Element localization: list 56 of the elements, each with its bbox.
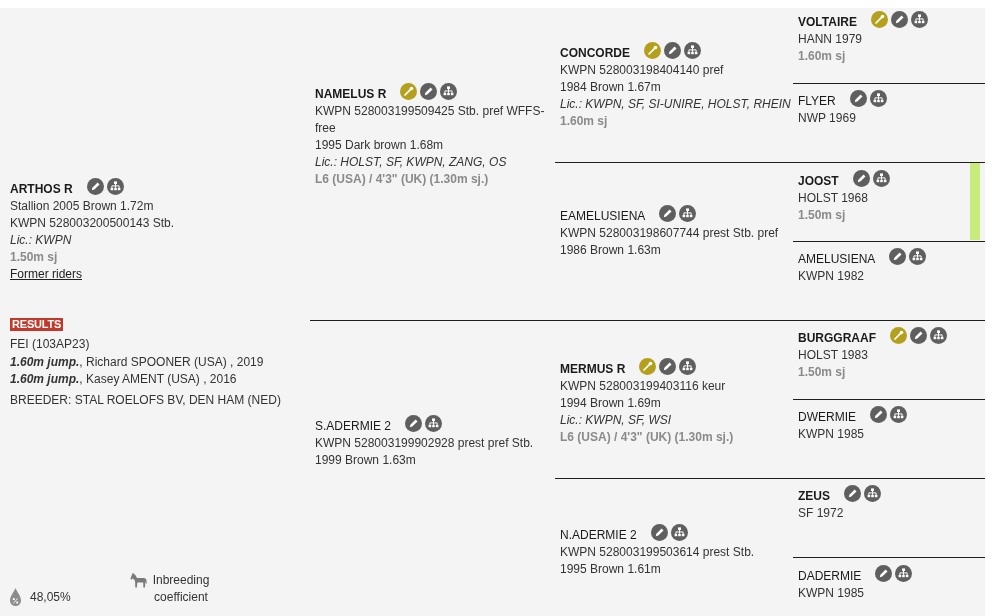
detail-text: 1999 Brown 1.63m — [315, 452, 416, 469]
detail-text: HOLST 1983 — [798, 347, 868, 364]
detail-text: KWPN 1985 — [798, 585, 865, 602]
detail-text: KWPN 1985 — [798, 426, 865, 443]
horse-name: DWERMIE — [798, 409, 856, 426]
detail-text: HOLST 1968 — [798, 190, 868, 207]
horse-name: N.ADERMIE 2 — [560, 527, 637, 544]
licence-text: Lic.: KWPN — [10, 232, 72, 249]
horse-name: CONCORDE — [560, 45, 630, 62]
detail-text: 1994 Brown 1.69m — [560, 395, 661, 412]
detail-text: NWP 1969 — [798, 110, 856, 127]
detail-text: KWPN 528003199503614 prest Stb. — [560, 544, 755, 561]
detail-text: KWPN 528003199403116 keur — [560, 378, 726, 395]
result-text: 1.60m jump., Richard SPOONER (USA) , 2019 — [10, 354, 264, 371]
licence-text: Lic.: KWPN, SF, WSI — [560, 412, 672, 429]
level-text: 1.50m sj — [10, 249, 58, 266]
licence-text: Lic.: HOLST, SF, KWPN, ZANG, OS — [315, 154, 507, 171]
horse-name: ZEUS — [798, 488, 830, 505]
detail-text: KWPN 528003198607744 prest Stb. pref — [560, 225, 779, 242]
former-riders-link: Former riders — [10, 266, 82, 283]
horse-name: NAMELUS R — [315, 86, 387, 103]
result-text: 1.60m jump., Kasey AMENT (USA) , 2016 — [10, 371, 237, 388]
detail-text: 1995 Dark brown 1.68m — [315, 137, 444, 154]
level-text: L6 (USA) / 4'3" (UK) (1.30m sj.) — [560, 429, 734, 446]
detail-text: KWPN 528003199902928 prest pref Stb. — [315, 435, 534, 452]
percentage-value: 48,05% — [30, 589, 71, 606]
horse-name: FLYER — [798, 93, 836, 110]
section-tag: RESULTS — [10, 318, 64, 331]
detail-text: KWPN 1982 — [798, 268, 865, 285]
inbreeding-label: Inbreeding coefficient — [151, 572, 211, 606]
detail-text: KWPN 528003200500143 Stb. — [10, 215, 175, 232]
detail-text: 1984 Brown 1.67m — [560, 79, 661, 96]
horse-name: ARTHOS R — [10, 181, 73, 198]
detail-text: SF 1972 — [798, 505, 844, 522]
horse-name: BURGGRAAF — [798, 330, 876, 347]
level-text: 1.50m sj — [798, 364, 846, 381]
level-text: 1.50m sj — [798, 207, 846, 224]
detail-text: KWPN 528003199509425 Stb. pref WFFS-free — [315, 103, 546, 137]
horse-name: VOLTAIRE — [798, 14, 857, 31]
licence-text: Lic.: KWPN, SF, SI-UNIRE, HOLST, RHEIN — [560, 96, 791, 113]
detail-text: 1995 Brown 1.61m — [560, 561, 661, 578]
horse-name: S.ADERMIE 2 — [315, 418, 392, 435]
horse-name: DADERMIE — [798, 568, 862, 585]
source-text: FEI (103AP23) — [10, 336, 90, 353]
detail-text: Stallion 2005 Brown 1.72m — [10, 198, 154, 215]
level-text: L6 (USA) / 4'3" (UK) (1.30m sj.) — [315, 171, 489, 188]
detail-text: HANN 1979 — [798, 31, 863, 48]
horse-name: JOOST — [798, 173, 839, 190]
horse-name: EAMELUSIENA — [560, 208, 646, 225]
level-text: 1.60m sj — [560, 113, 608, 130]
detail-text: 1986 Brown 1.63m — [560, 242, 661, 259]
level-text: 1.60m sj — [798, 48, 846, 65]
horse-name: AMELUSIENA — [798, 251, 876, 268]
detail-text: KWPN 528003198404140 pref — [560, 62, 724, 79]
horse-name: MERMUS R — [560, 361, 626, 378]
breeder-text: BREEDER: STAL ROELOFS BV, DEN HAM (NED) — [10, 392, 281, 409]
